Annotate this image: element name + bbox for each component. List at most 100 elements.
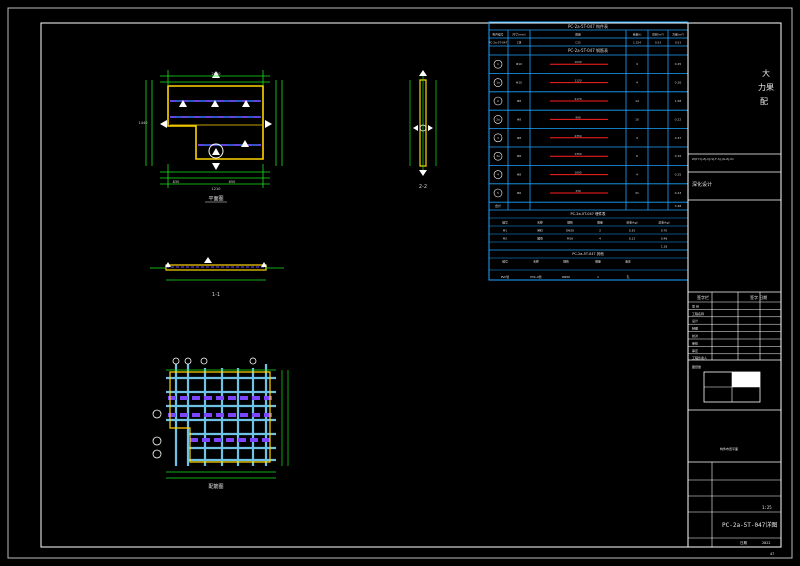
plan-dim-3: 830 (173, 180, 180, 184)
embed-cell: 0.48 (661, 237, 667, 241)
title-block-row-label: 校对 (692, 333, 698, 338)
rebar-table-title: PC-2a-5T-047 钢筋表 (568, 47, 608, 53)
rebar-weight: 0.23 (675, 191, 682, 195)
rebar-count: 14 (635, 99, 639, 103)
embed-cell: 数量 (597, 221, 603, 225)
rebar-count: 31 (635, 191, 639, 195)
embed-cell: 吊钉 (537, 229, 543, 233)
title-char-2: 力果 (758, 82, 774, 92)
other-cell: PVC管 (501, 275, 510, 279)
title-block-row-label: 审定 (692, 348, 698, 353)
header-cell: 方量(m³) (672, 33, 684, 37)
rebar-count: 4 (636, 62, 638, 66)
rebar-weight: 0.22 (675, 117, 682, 121)
plan-rebar-lines (170, 100, 262, 146)
signature-right: 签字 日期 (750, 294, 767, 300)
plan-outline (167, 85, 264, 160)
rebar-id-circle (493, 170, 503, 179)
embed-cell: 4 (599, 237, 601, 241)
title-block-row-label: 工程名称 (692, 311, 704, 316)
header-value: C35 (575, 41, 581, 45)
rebar-count: 4 (636, 81, 638, 85)
other-cell: 名称 (533, 260, 539, 264)
rebar-diameter: Φ10 (516, 81, 522, 85)
rebar-weight: 0.32 (675, 154, 682, 158)
rebar-diameter: Φ6 (517, 191, 521, 195)
embed-cell: M1 (503, 229, 507, 233)
header-value: 1块 (517, 41, 522, 45)
rebar-length: 1030 (574, 60, 581, 64)
rebar-id: 1a (496, 81, 500, 85)
title-block-row-label: 工程负责人 (692, 355, 707, 360)
rebar-id: 3a (496, 154, 500, 158)
scale-value: 1:25 (762, 505, 772, 510)
rebar-tags (152, 357, 257, 459)
drawing-title: PC-2a-5T-047详图 (722, 521, 777, 529)
rebar-length: 2170 (574, 97, 581, 101)
section-2-2: 2-2 (409, 70, 437, 190)
embed-cell: 规格 (567, 221, 573, 225)
rebar-plan-label: 配筋图 (208, 483, 223, 490)
title-char-3: 配 (760, 97, 768, 106)
rebar-diameter: Φ8 (517, 154, 521, 158)
section-2-outline (419, 79, 427, 167)
side-note: 深化设计 (692, 181, 712, 188)
header-cell: 数量 (575, 33, 581, 37)
other-cell: 备注 (625, 260, 631, 264)
embed-cell: 1.18 (661, 245, 667, 249)
rebar-length: 990 (575, 115, 581, 119)
rebar-count: 4 (636, 136, 638, 140)
other-cell: 孔 (627, 275, 630, 279)
plan-label: 平面图 (208, 196, 223, 202)
other-cell: 数量 (595, 260, 601, 264)
title-char-1: 大 (762, 68, 770, 78)
embed-cell: M16 (567, 237, 573, 241)
main-table-title: PC-2a-5T-047 构件表 (568, 23, 608, 29)
page-mark: 47 (770, 552, 774, 556)
header-cell: 体积(m³) (652, 33, 664, 37)
rebar-id-circle (493, 188, 503, 198)
date-value: 2022 (762, 541, 770, 545)
rebar-id: 2 (497, 99, 499, 103)
rebar-id: 2a (496, 117, 500, 121)
header-cell: 重量(t) (633, 33, 642, 37)
rebar-id: 4 (497, 173, 499, 177)
plan-view: 平面图 2040 1210 830 650 1440 (139, 70, 283, 203)
embed-cell: 总重(kg) (658, 221, 669, 225)
rebar-id: 3 (497, 136, 499, 140)
rebar-length: 330 (575, 189, 581, 193)
plan-dimensions (145, 70, 283, 188)
rebar-diameter: Φ10 (516, 62, 522, 66)
rebar-length: 2350 (574, 134, 581, 138)
embed-cell: 螺母 (537, 237, 543, 241)
rebar-id-circle (493, 59, 503, 69)
section-1-1: 1-1 (150, 257, 284, 298)
rebar-id-circle (493, 115, 503, 124)
rebar-count: 6 (636, 154, 638, 158)
rebar-diameter: Φ8 (517, 136, 521, 140)
header-value: 1.324 (633, 41, 641, 45)
section-2-label: 2-2 (419, 184, 427, 190)
rebar-id-circle (493, 151, 503, 161)
stamp-box (703, 371, 761, 403)
rebar-weight: 0.25 (675, 62, 682, 66)
header-cell: 尺寸(mm) (512, 33, 525, 37)
embed-cell: DN20 (566, 229, 574, 233)
rebar-weight: 0.25 (675, 173, 682, 177)
title-block-row-label: 项 目 (692, 304, 699, 308)
embed-table-title: PC-2a-5T-047 埋件表 (570, 211, 606, 216)
other-cell: PVC-U管 (530, 275, 542, 279)
rebar-purple-bars (168, 396, 274, 442)
plan-dim-4: 650 (229, 180, 236, 184)
embed-cell: 2 (599, 229, 601, 233)
plan-lift-marks (179, 100, 250, 155)
rebar-id-circle (493, 133, 503, 143)
rebar-count: 4 (636, 173, 638, 177)
other-cell: 规格 (563, 260, 569, 264)
inner-frame (40, 22, 782, 548)
plan-dim-5: 1440 (139, 121, 148, 125)
rebar-weight: 0.26 (675, 81, 682, 85)
rebar-diameter: Φ8 (517, 117, 521, 121)
rebar-id-circle (493, 96, 503, 106)
title-block: 大 力果 配 ZQH-YJ-ZJ-QJ-SJ-F-SJ-JG-ZJ-01 深化设… (687, 23, 781, 556)
